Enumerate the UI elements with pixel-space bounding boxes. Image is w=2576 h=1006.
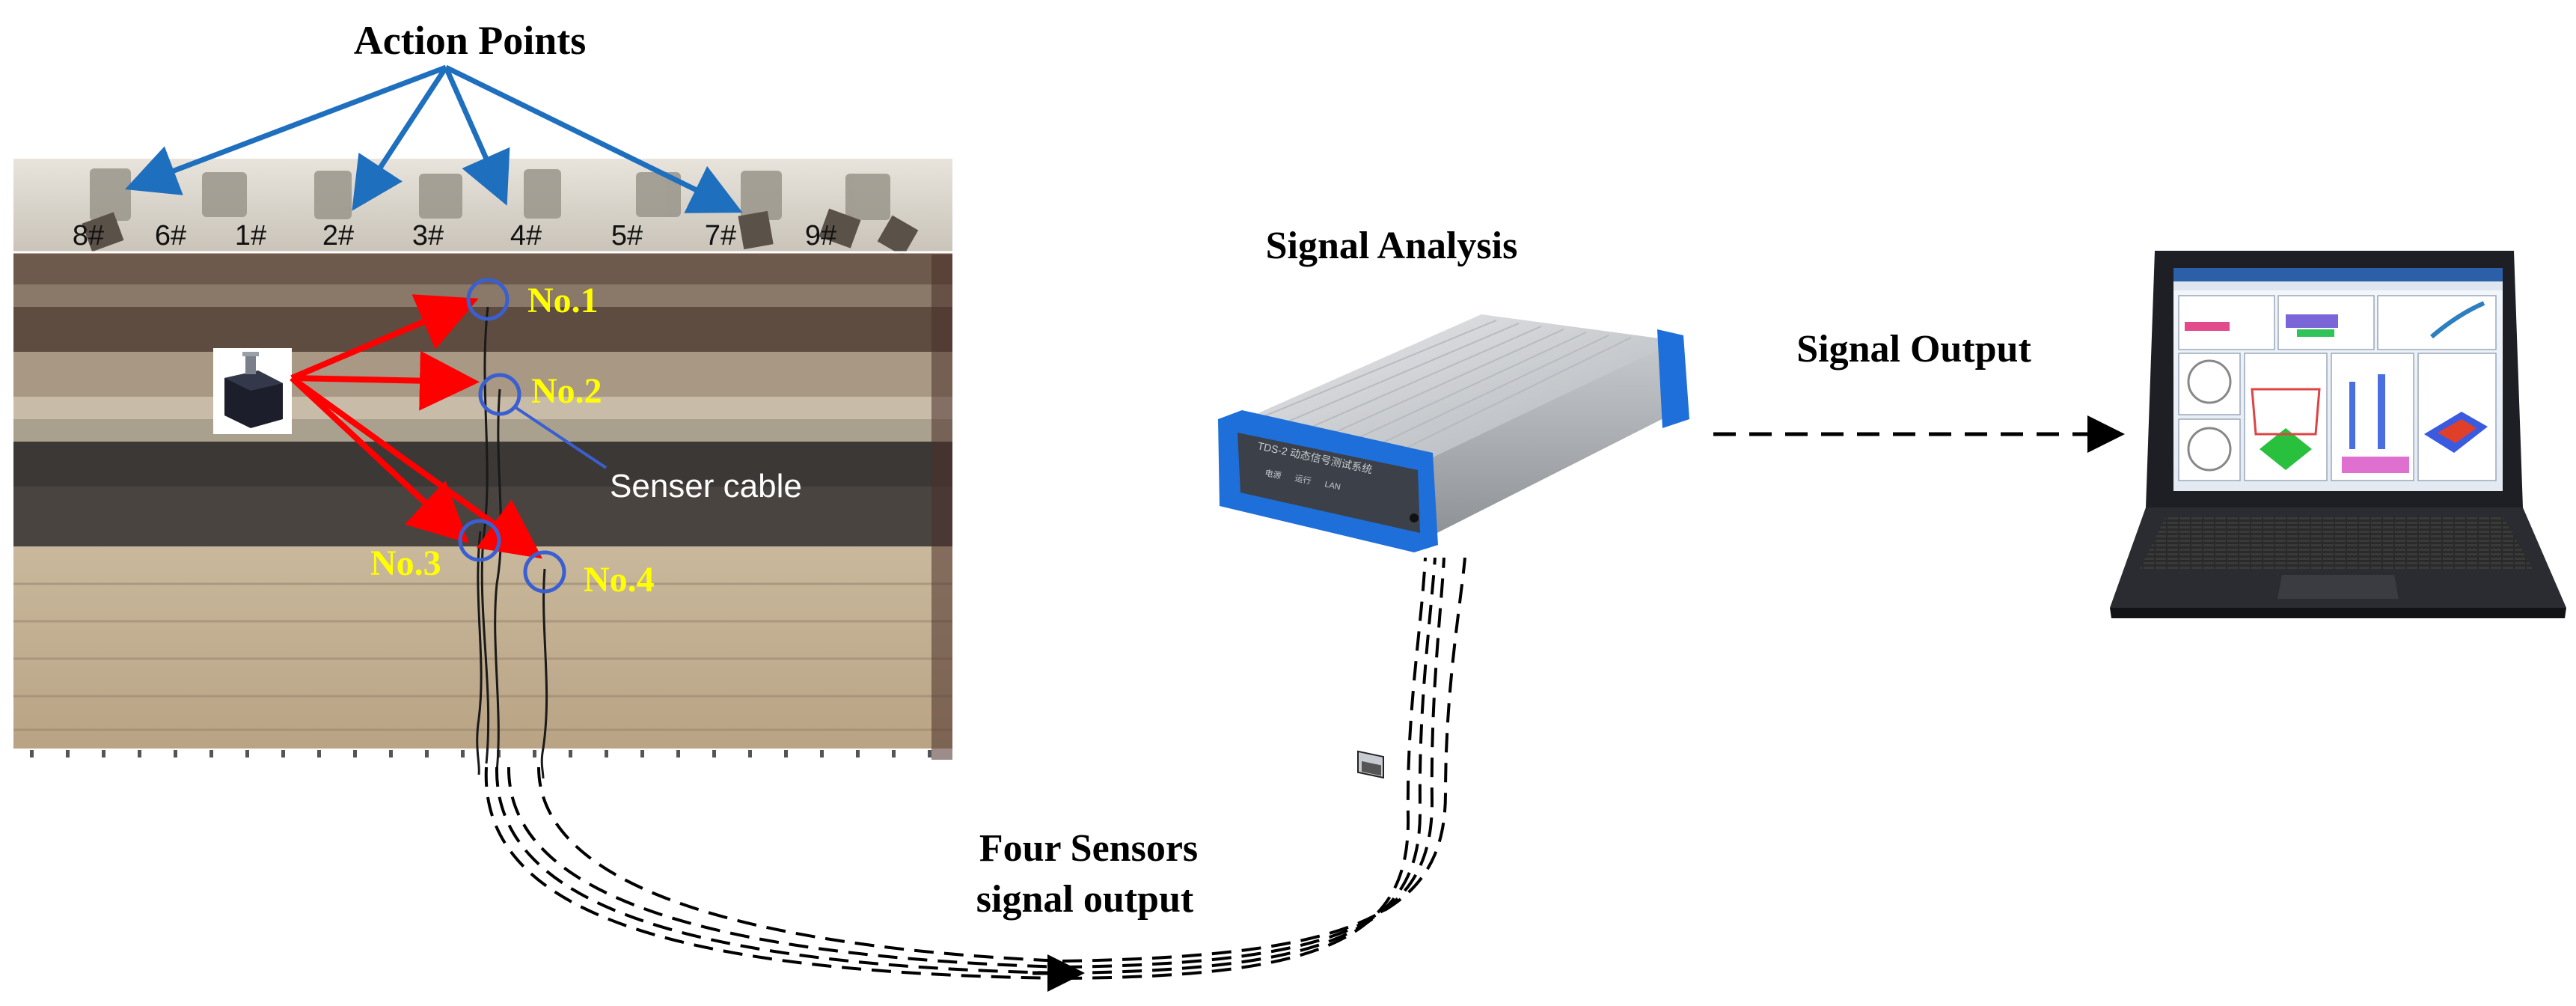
sensor-label-3: No.3 (370, 543, 441, 583)
action-point-label: 3# (412, 220, 444, 252)
action-point-label: 9# (805, 220, 836, 252)
cable-label: Senser cable (610, 468, 802, 504)
sensor-circle-2 (478, 373, 521, 416)
sensor-label-2: No.2 (531, 371, 602, 411)
device-panel-text: 电源 (1264, 467, 1282, 481)
model-photo (13, 159, 952, 760)
signal-analysis-label: Signal Analysis (1266, 225, 1518, 267)
device-panel-text: LAN (1324, 480, 1341, 492)
action-point-label: 4# (510, 220, 542, 252)
action-point-label: 6# (155, 220, 186, 252)
sensor-signal-lines (484, 557, 1466, 980)
action-point-label: 5# (611, 220, 643, 252)
four-sensors-label-line1: Four Sensors (979, 827, 1198, 870)
action-point-label-group: 8# 6# 1# 2# 3# 4# 5# 7# 9# (73, 220, 836, 252)
sensor-label-1: No.1 (527, 281, 599, 320)
four-sensors-label-line2: signal output (976, 878, 1194, 921)
exciter-device (213, 348, 292, 434)
signal-analyzer-device: TDS-2 动态信号测试系统 电源 运行 LAN (1218, 314, 1689, 779)
action-point-label: 2# (322, 220, 354, 252)
sensor-circle-1 (466, 278, 510, 321)
cable-callout-line (515, 406, 608, 469)
action-points-title: Action Points (354, 18, 587, 63)
action-point-arrows (124, 64, 743, 213)
device-panel-text: 运行 (1294, 473, 1312, 486)
excitation-arrows (290, 294, 542, 559)
action-point-label: 1# (235, 220, 266, 252)
action-point-label: 8# (73, 220, 104, 252)
laptop (2110, 251, 2566, 618)
sensor-markers (458, 278, 566, 594)
action-point-label: 7# (705, 220, 736, 252)
sensor-label-4: No.4 (584, 560, 655, 600)
sensor-circle-3 (458, 519, 501, 562)
sensor-circle-4 (523, 550, 566, 594)
signal-output-label: Signal Output (1796, 328, 2031, 371)
